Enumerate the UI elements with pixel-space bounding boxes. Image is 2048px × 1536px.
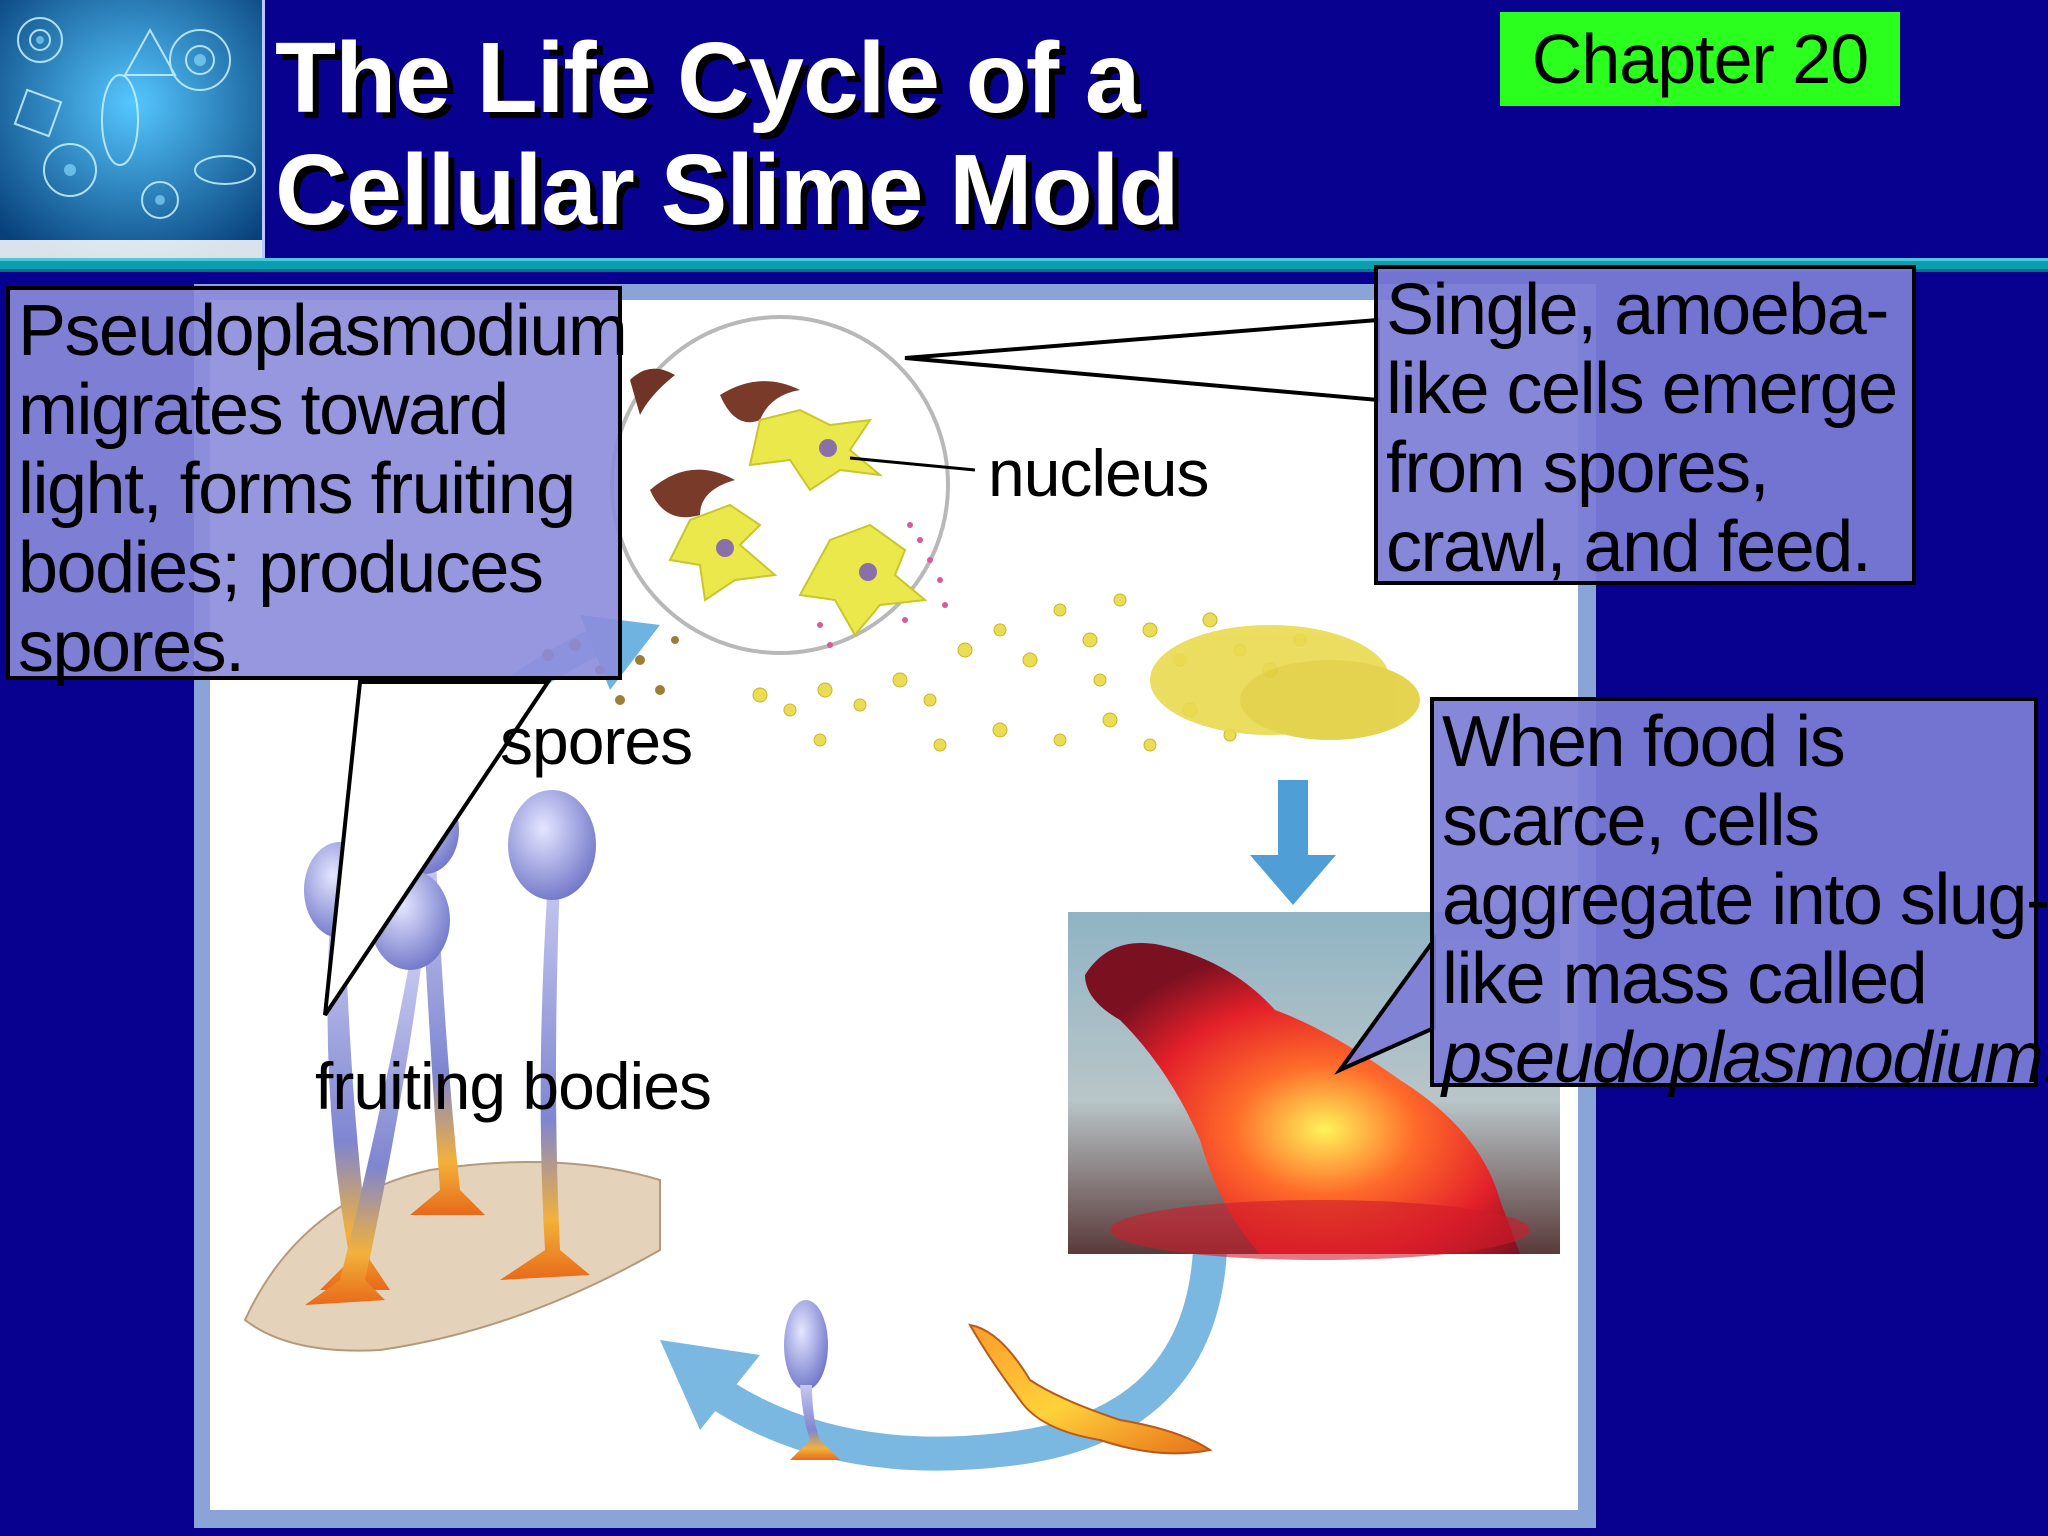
aggregate-callout-line-3: aggregate into slug-	[1442, 860, 2048, 940]
title-line-2: Cellular Slime Mold	[275, 134, 1179, 246]
fruiting-callout: Pseudoplasmodium migrates toward light, …	[6, 286, 628, 687]
migrating-slug	[968, 1323, 1213, 1455]
amoeba-cells	[752, 593, 1307, 752]
nucleus-label: nucleus	[988, 436, 1209, 510]
aggregate-callout-term: pseudoplasmodium.	[1442, 1018, 2048, 1098]
spores-label: spores	[500, 704, 693, 778]
amoeba-callout-line-2: like cells emerge	[1386, 349, 1898, 429]
amoeba-callout: Single, amoeba- like cells emerge from s…	[1374, 265, 1916, 587]
amoeba-callout-pointer	[904, 317, 1380, 403]
amoeba-callout-line-1: Single, amoeba-	[1386, 270, 1889, 350]
slide-title: The Life Cycle of a Cellular Slime Mold	[275, 22, 1179, 246]
chapter-badge: Chapter 20	[1500, 12, 1900, 106]
fruiting-callout-line-2: migrates toward	[18, 370, 509, 450]
title-line-1: The Life Cycle of a	[275, 22, 1141, 134]
amoeba-aggregation	[1150, 625, 1420, 740]
fruiting-bodies-label: fruiting bodies	[315, 1049, 712, 1123]
aggregation-arrow	[1250, 780, 1336, 905]
cycle-return-arrow	[689, 1248, 1227, 1471]
cycle-arrow-head	[660, 1340, 760, 1430]
fruiting-callout-line-5: spores.	[18, 607, 245, 687]
magnified-amoeba-circle	[610, 315, 950, 655]
fruiting-callout-line-3: light, forms fruiting	[18, 449, 576, 529]
fruiting-callout-line-4: bodies; produces	[18, 528, 544, 608]
aggregate-callout-line-1: When food is	[1442, 702, 1846, 782]
aggregate-callout-line-2: scarce, cells	[1442, 781, 1820, 861]
aggregate-callout-line-4: like mass called	[1442, 939, 1928, 1019]
fruiting-callout-pointer	[323, 680, 552, 1017]
amoeba-callout-line-3: from spores,	[1386, 428, 1770, 508]
diatom-thumbnail-image	[0, 0, 265, 258]
nucleus-pointer	[849, 456, 976, 472]
aggregate-callout: When food is scarce, cells aggregate int…	[1430, 697, 2048, 1098]
amoeba-callout-line-4: crawl, and feed.	[1386, 507, 1872, 587]
diatom-illustration	[0, 0, 262, 258]
fruiting-callout-line-1: Pseudoplasmodium	[18, 291, 628, 371]
culminating-body	[784, 1300, 840, 1460]
